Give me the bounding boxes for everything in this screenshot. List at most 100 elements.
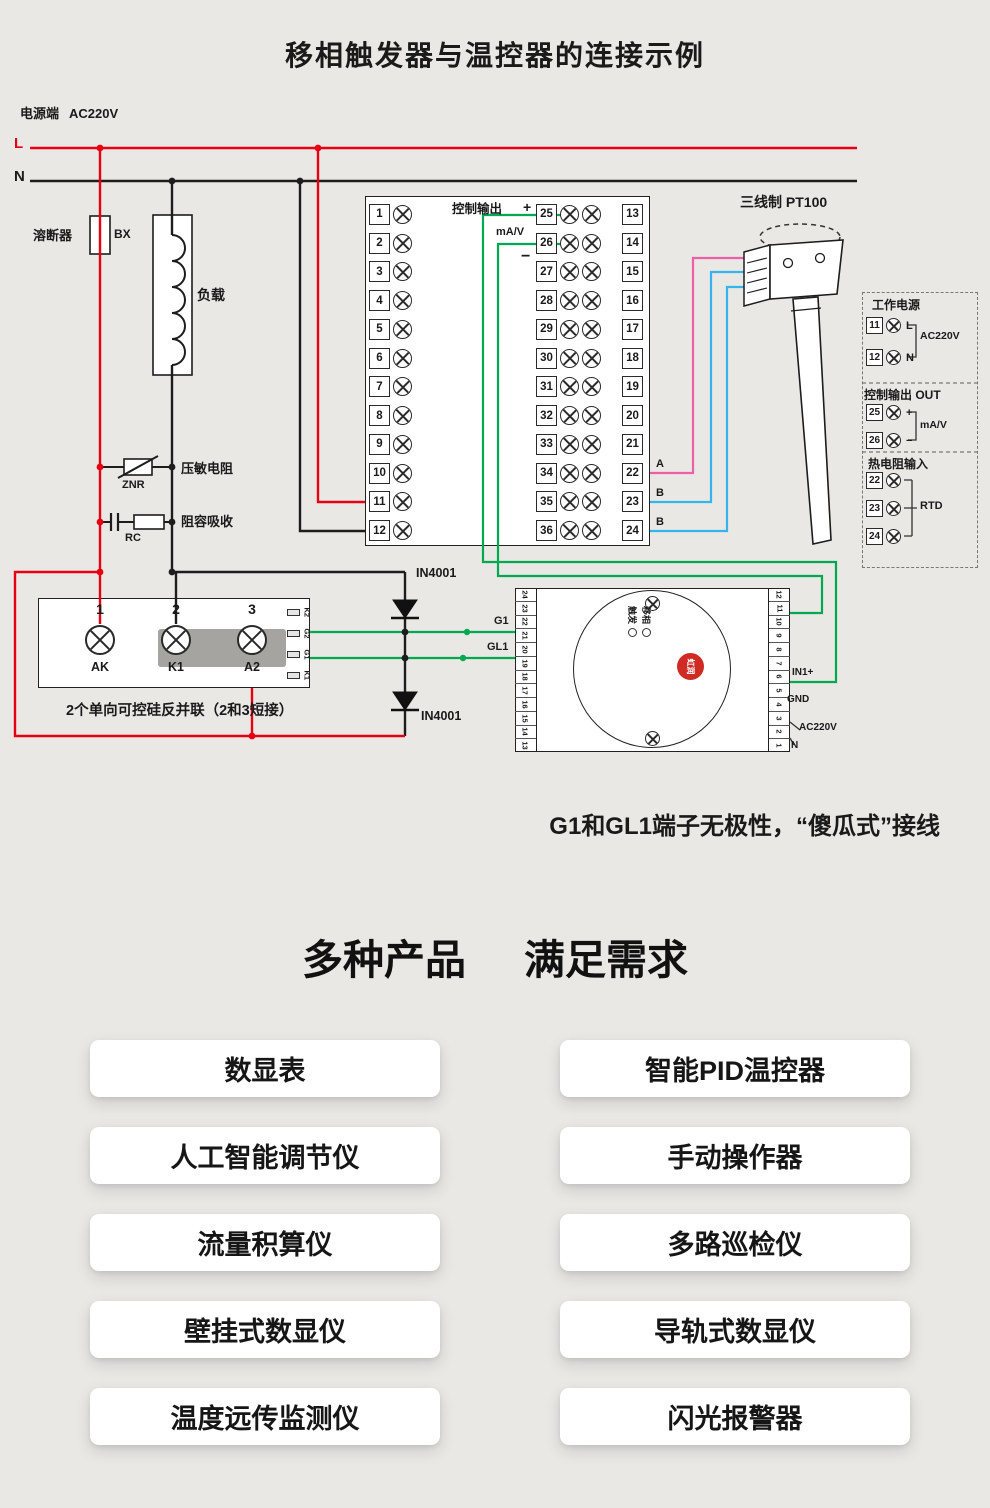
terminal-number: 34: [536, 462, 557, 484]
panel-row: 26 −: [866, 432, 912, 449]
screw-terminal-icon: [582, 434, 601, 454]
panel-row: 12 N: [866, 349, 914, 366]
terminal-tag: N: [906, 351, 914, 364]
diode2-label: IN4001: [421, 709, 462, 723]
terminal-number: 33: [536, 433, 557, 455]
panel-row: 23: [866, 500, 901, 517]
module-terminal-number: 5: [774, 688, 784, 693]
screw-terminal-icon: [560, 492, 579, 512]
module-terminal-cell: 5: [769, 684, 790, 698]
panel-rtd-rows: 22 23 24: [866, 472, 901, 545]
terminal-number: 26: [866, 432, 883, 449]
wire-tag: B: [656, 515, 664, 528]
gate-label: G2: [302, 628, 312, 639]
module-terminal-number: 12: [775, 590, 784, 599]
product-button[interactable]: 智能PID温控器: [560, 1040, 910, 1097]
terminal-number: 10: [369, 462, 390, 484]
terminal-number: 1: [369, 203, 390, 225]
module-terminal-number: 24: [521, 590, 530, 599]
screw-terminal-icon: [582, 233, 601, 253]
panel-row: 25 +: [866, 404, 912, 421]
screw-terminal-icon: [582, 463, 601, 483]
module-terminal-cell: 14: [515, 726, 536, 740]
terminal-number: 32: [536, 405, 557, 427]
indicator-label: 移相: [641, 606, 652, 625]
module-terminal-number: 3: [774, 716, 784, 721]
terminal-number: 16: [622, 290, 643, 312]
product-button[interactable]: 温度远传监测仪: [90, 1388, 440, 1445]
terminal-row: 32: [536, 401, 601, 430]
module-terminal-cell: 21: [515, 629, 536, 643]
terminal-number: 18: [622, 347, 643, 369]
screw-terminal-icon: [582, 319, 601, 339]
module-terminal-cell: 23: [515, 602, 536, 616]
module-in1-label: IN1+: [792, 667, 814, 678]
terminal-row: 17: [622, 315, 643, 344]
module-terminal-cell: 20: [515, 643, 536, 657]
varistor-symbol: [123, 458, 153, 476]
panel-power-rows: 11 L 12 N: [866, 317, 914, 366]
screw-terminal-icon: [85, 625, 115, 655]
scr-terminal: 1 AK: [62, 601, 138, 674]
terminal-number: 25: [536, 203, 557, 225]
module-terminal-cell: 8: [769, 643, 790, 657]
module-terminal-cell: 4: [769, 698, 790, 712]
product-button[interactable]: 导轨式数显仪: [560, 1301, 910, 1358]
product-list-left: 数显表人工智能调节仪流量积算仪壁挂式数显仪温度远传监测仪: [90, 1040, 440, 1445]
gate-pad-icon: [287, 630, 300, 637]
terminal-number: 22: [866, 472, 883, 489]
load-label: 负载: [197, 287, 225, 303]
screw-terminal-icon: [393, 204, 412, 224]
gate-pad-icon: [287, 609, 300, 616]
product-button[interactable]: 多路巡检仪: [560, 1214, 910, 1271]
ma-v-label: mA/V: [496, 226, 525, 238]
terminal-row: 16: [622, 286, 643, 315]
terminal-row: 5: [369, 315, 412, 344]
module-terminal-cell: 13: [515, 739, 536, 752]
wire-lug: [463, 628, 471, 636]
module-terminal-cell: 19: [515, 657, 536, 671]
pt100-wire-b2: [650, 285, 750, 533]
module-terminal-number: 11: [775, 604, 784, 613]
terminal-row: 9: [369, 430, 412, 459]
terminal-number: 24: [622, 520, 643, 542]
screw-terminal-icon: [560, 521, 579, 541]
mounting-screw-icon: [645, 731, 660, 746]
terminal-number: 11: [369, 491, 390, 513]
module-terminal-cell: 12: [769, 588, 790, 602]
product-button[interactable]: 数显表: [90, 1040, 440, 1097]
screw-terminal-icon: [582, 262, 601, 282]
controller-mid-terminals: 25 26 27 28 29 30 31 32: [536, 200, 601, 545]
module-indicators: 移相 触发: [626, 606, 654, 654]
screw-terminal-icon: [393, 463, 412, 483]
terminal-row: 26: [536, 229, 601, 258]
screw-terminal-icon: [886, 350, 901, 365]
wire-lug: [459, 654, 467, 662]
scr-caption: 2个单向可控硅反并联（2和3短接）: [66, 703, 294, 719]
product-button[interactable]: 手动操作器: [560, 1127, 910, 1184]
screw-terminal-icon: [393, 291, 412, 311]
pt100-sensor-drawing: [743, 223, 844, 545]
product-button[interactable]: 人工智能调节仪: [90, 1127, 440, 1184]
terminal-number: 3: [369, 261, 390, 283]
terminal-number: 20: [622, 405, 643, 427]
scr-terminal-label: AK: [90, 660, 110, 674]
terminal-row: 10: [369, 459, 412, 488]
wire-tag: A: [656, 458, 664, 470]
g1-label: G1: [494, 615, 509, 627]
screw-terminal-icon: [560, 406, 579, 426]
product-button[interactable]: 壁挂式数显仪: [90, 1301, 440, 1358]
panel-row: 11 L: [866, 317, 914, 334]
terminal-number: 17: [622, 318, 643, 340]
product-button[interactable]: 闪光报警器: [560, 1388, 910, 1445]
scr-terminal-label: A2: [244, 660, 260, 674]
screw-terminal-icon: [582, 204, 601, 224]
power-voltage: AC220V: [69, 106, 119, 121]
brand-badge-text: 虹润: [686, 658, 695, 675]
module-terminal-cell: 3: [769, 712, 790, 726]
screw-terminal-icon: [560, 291, 579, 311]
scr-gate-terminals: K2 G2 G1 K1: [287, 602, 312, 686]
controller-left-terminals: 1 2 3 4 5 6 7 8 9 10: [369, 200, 412, 545]
product-button[interactable]: 流量积算仪: [90, 1214, 440, 1271]
module-terminal-cell: 24: [515, 588, 536, 602]
